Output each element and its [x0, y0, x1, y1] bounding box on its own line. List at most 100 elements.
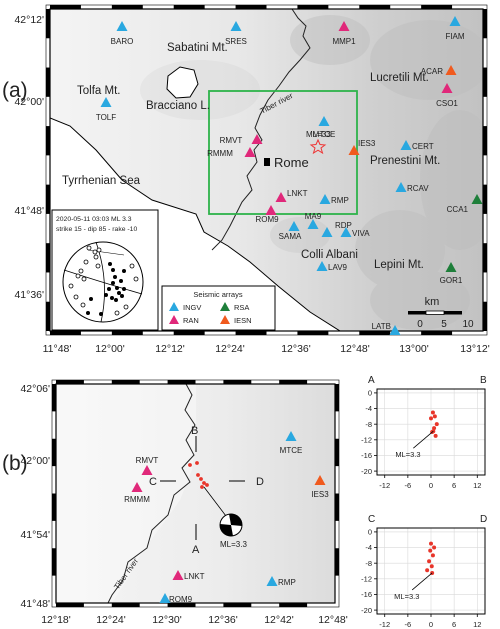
y-tick-label: 41°48': [14, 205, 44, 217]
station-sama: SAMA: [279, 221, 302, 241]
station-marker: [307, 219, 319, 229]
polarity-dilatation: [78, 268, 84, 274]
polarity-compression: [119, 279, 123, 283]
section-right-label: B: [480, 375, 487, 386]
station-marker: [251, 134, 263, 144]
tiber-river-b: [107, 384, 196, 603]
region-label-prenestini: Prenestini Mt.: [370, 155, 440, 167]
section-y-tick-label: -16: [361, 451, 372, 460]
polarity-compression: [114, 298, 118, 302]
station-label: SAMA: [279, 232, 302, 241]
frame-tick: [111, 331, 143, 335]
polarity-compression: [99, 312, 103, 316]
station-viva: VIVA: [340, 227, 370, 238]
nodal-plane-2: [63, 269, 143, 295]
epicenter-point: [205, 483, 209, 487]
frame-ticks-a: [45, 4, 488, 336]
station-label: RMP: [331, 196, 349, 205]
section-y-tick-label: -16: [361, 590, 372, 599]
lowland-b: [56, 384, 196, 603]
frame-tick: [46, 301, 50, 331]
station-label: VIVA: [352, 229, 370, 238]
section-ml-label: ML=3.3: [394, 592, 419, 601]
station-label: RMVT: [136, 456, 159, 465]
station-marker: [244, 147, 256, 157]
section-x-tick-label: 0: [429, 481, 433, 490]
section-y-tick-label: -12: [361, 436, 372, 445]
station-label: RMMM: [207, 149, 233, 158]
hypocenter-point: [429, 416, 433, 421]
station-label: RCAV: [407, 184, 429, 193]
station-marker: [389, 325, 401, 335]
legend: Seismic arrays INGV RSA RAN IESN: [161, 285, 276, 331]
epicenter-point: [196, 473, 200, 477]
ml-leader: [411, 572, 433, 591]
x-tick-label: 13°12': [460, 343, 490, 355]
frame-ticks-b: [51, 379, 340, 608]
frame-tick: [46, 184, 50, 214]
x-tick-label: 12°12': [155, 343, 185, 355]
polarity-dilatation: [133, 276, 139, 282]
section-y-tick-label: -12: [361, 575, 372, 584]
station-label: IES3: [311, 490, 329, 499]
station-mmp1: MMP1: [332, 21, 356, 46]
polarity-dilatation: [68, 283, 74, 289]
station-marker: [449, 16, 461, 26]
hypocenter-point: [427, 559, 432, 564]
station-label: IES3: [358, 139, 376, 148]
hypocenter-point: [429, 541, 433, 546]
station-label: TOLF: [96, 113, 116, 122]
focal-mechanism-beachball: [219, 513, 243, 537]
frame-tick: [111, 603, 140, 607]
y-axis-a: 42°12' 42°00' 41°48' 41°36': [14, 14, 44, 301]
epicenter-point: [188, 463, 192, 467]
frame-tick: [335, 384, 339, 412]
section-y-tick-label: -8: [365, 420, 372, 429]
region-label-bracciano: Bracciano L.: [146, 100, 210, 112]
region-label-colli: Colli Albani: [301, 249, 358, 261]
panel-b: 42°06' 42°00' 41°54' 41°48' 12°18' 12°24…: [2, 379, 348, 626]
frame-tick: [483, 184, 487, 214]
station-rmmm: RMMM: [124, 482, 150, 504]
hypocenter-point: [432, 426, 437, 431]
station-sres: SRES: [225, 21, 247, 46]
frame-tick: [421, 331, 453, 335]
x-tick-label: 12°00': [95, 343, 125, 355]
frame-tick: [46, 9, 50, 39]
section-end-c: C: [149, 476, 157, 488]
y-tick-label: 42°00': [14, 96, 44, 108]
section-x-tick-label: -12: [379, 481, 390, 490]
beachball-quadrant: [229, 513, 243, 526]
frame-tick: [46, 67, 50, 97]
hypocenter-point: [430, 410, 435, 415]
polarity-dilatation: [81, 276, 87, 282]
frame-tick: [111, 5, 143, 9]
station-marker: [395, 182, 407, 192]
polarity-dilatation: [129, 263, 135, 269]
section-x-tick-label: 12: [473, 481, 481, 490]
station-marker: [445, 262, 457, 272]
station-marker: [141, 465, 153, 475]
hypocenter-point: [432, 545, 437, 550]
section-x-tick-label: -6: [405, 481, 412, 490]
station-tolf: TOLF: [96, 97, 116, 122]
frame-tick: [483, 301, 487, 331]
section-end-b: B: [191, 425, 198, 437]
station-lnkt: LNKT: [172, 570, 205, 581]
section-y-tick-label: -8: [365, 559, 372, 568]
frame-tick: [483, 243, 487, 273]
frame-tick: [297, 5, 329, 9]
station-mtce: MTCE: [313, 116, 335, 139]
legend-label-ran: RAN: [183, 316, 199, 325]
station-cso1: CSO1: [436, 83, 458, 108]
station-lav9: LAV9: [316, 261, 348, 272]
section-y-tick-label: 0: [368, 389, 372, 398]
section-y-tick-label: -4: [365, 543, 372, 552]
station-rmvt: RMVT: [136, 456, 159, 475]
epicenter-point: [202, 481, 206, 485]
station-baro: BARO: [111, 21, 133, 46]
beachball-leader: [203, 486, 227, 517]
station-label: LNKT: [287, 189, 308, 198]
